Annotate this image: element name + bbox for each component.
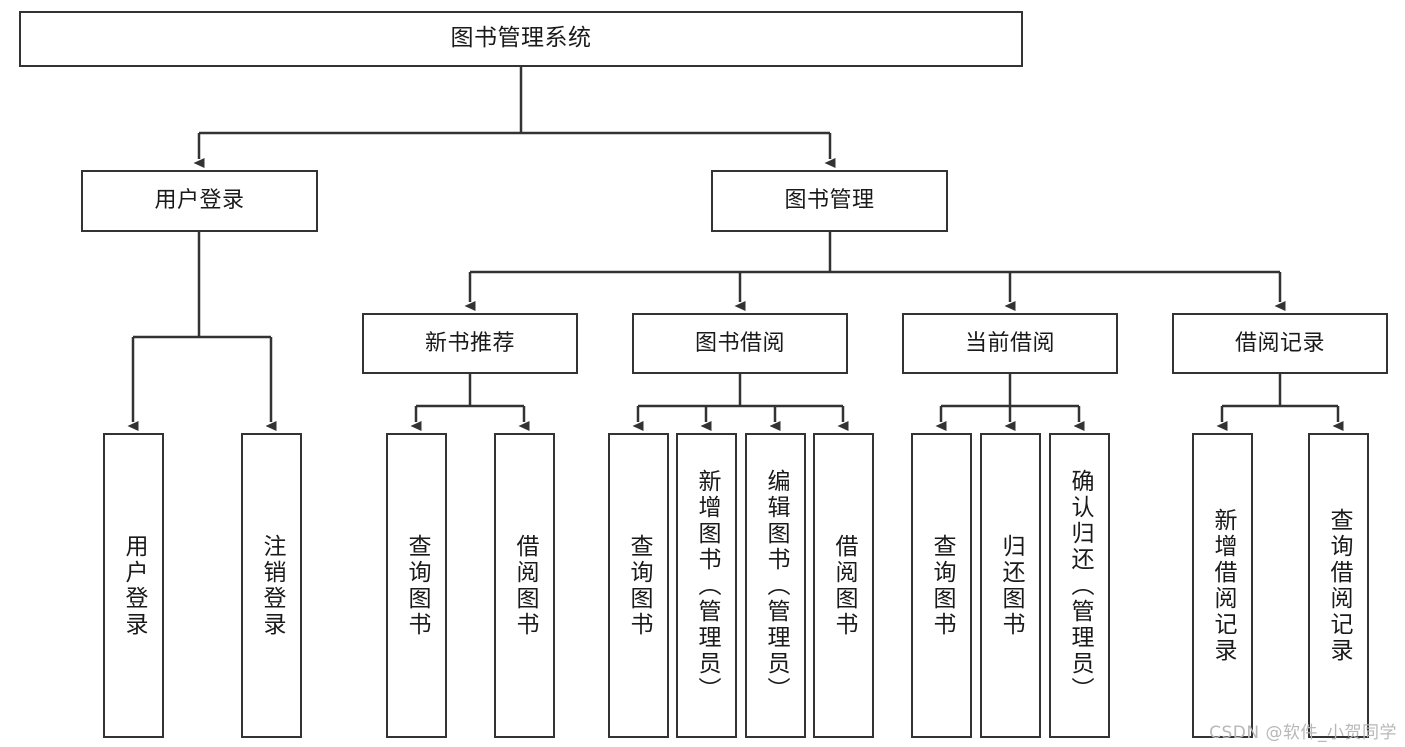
leaf-current-borrow-return[interactable]: 归还图书 [980,433,1041,738]
leaf-label: 新增借阅记录 [1210,507,1236,664]
node-user-login[interactable]: 用户登录 [81,170,318,232]
node-book-borrow-label: 图书借阅 [694,330,785,356]
node-root-label: 图书管理系统 [450,25,592,52]
leaf-label: 用户登录 [121,533,147,638]
leaf-current-borrow-confirm-return[interactable]: 确认归还（管理员） [1049,433,1110,738]
leaf-label: 借阅图书 [831,533,857,638]
leaf-label: 确认归还（管理员） [1067,468,1093,703]
node-book-management[interactable]: 图书管理 [711,170,948,232]
leaf-label: 注销登录 [259,533,285,638]
node-borrow-record-label: 借阅记录 [1234,330,1325,356]
node-current-borrow[interactable]: 当前借阅 [902,313,1118,374]
leaf-new-books-query[interactable]: 查询图书 [386,433,447,738]
node-root[interactable]: 图书管理系统 [19,11,1023,67]
node-user-login-label: 用户登录 [154,188,245,214]
leaf-borrow-record-query[interactable]: 查询借阅记录 [1308,433,1369,738]
leaf-label: 归还图书 [998,533,1024,638]
leaf-book-borrow-query[interactable]: 查询图书 [608,433,669,738]
node-book-management-label: 图书管理 [784,188,875,214]
leaf-user-login-signout[interactable]: 注销登录 [241,433,302,738]
leaf-label: 查询借阅记录 [1326,507,1352,664]
watermark: CSDN @软件_小贺同学 [1209,723,1397,743]
leaf-label: 新增图书（管理员） [694,468,720,703]
node-new-book-recommend-label: 新书推荐 [424,330,515,356]
leaf-borrow-record-add[interactable]: 新增借阅记录 [1192,433,1253,738]
leaf-current-borrow-query[interactable]: 查询图书 [911,433,972,738]
leaf-label: 查询图书 [626,533,652,638]
node-borrow-record[interactable]: 借阅记录 [1172,313,1388,374]
leaf-label: 查询图书 [404,533,430,638]
leaf-label: 借阅图书 [512,533,538,638]
node-current-borrow-label: 当前借阅 [964,330,1055,356]
node-book-borrow[interactable]: 图书借阅 [632,313,848,374]
leaf-label: 查询图书 [929,533,955,638]
node-new-book-recommend[interactable]: 新书推荐 [362,313,578,374]
leaf-new-books-borrow[interactable]: 借阅图书 [494,433,555,738]
leaf-label: 编辑图书（管理员） [763,468,789,703]
leaf-user-login-signin[interactable]: 用户登录 [103,433,164,738]
leaf-book-borrow-borrow[interactable]: 借阅图书 [813,433,874,738]
leaf-book-borrow-add[interactable]: 新增图书（管理员） [676,433,737,738]
leaf-book-borrow-edit[interactable]: 编辑图书（管理员） [745,433,806,738]
